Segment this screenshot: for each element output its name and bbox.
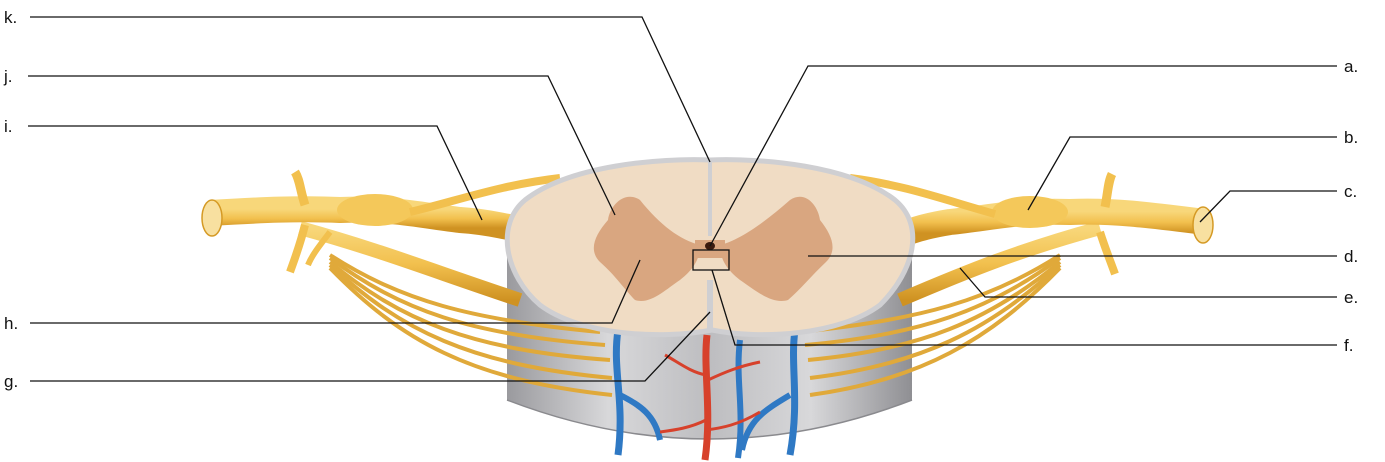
label-k: k. [4,8,17,27]
leader-c [1200,191,1337,222]
ventral-ramus-left [290,225,305,272]
nerve-cut-end-left [202,200,222,236]
leader-j [28,76,615,215]
leader-k [30,17,710,162]
cord-cut-surface [507,160,913,335]
label-a: a. [1344,57,1358,76]
label-f: f. [1344,336,1353,355]
label-e: e. [1344,288,1358,307]
vein-center [738,340,741,458]
label-b: b. [1344,128,1358,147]
label-c: c. [1344,182,1357,201]
label-i: i. [4,117,13,136]
ventral-ramus-right [1100,232,1115,274]
label-d: d. [1344,247,1358,266]
label-j: j. [3,67,13,86]
dorsal-root-ganglion-right [992,196,1068,228]
dorsal-root-ganglion-left [337,194,413,226]
label-g: g. [4,372,18,391]
anterior-spinal-artery [705,335,708,460]
label-h: h. [4,314,18,333]
anterior-vein-left [616,330,620,455]
